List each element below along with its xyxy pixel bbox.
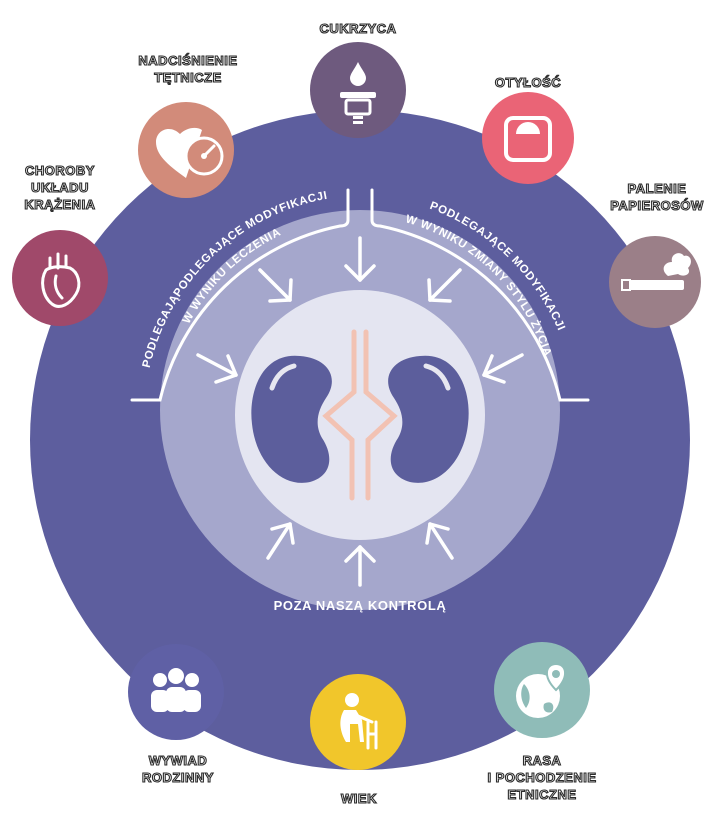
factor-hypertension xyxy=(138,102,234,198)
elderly-person-icon xyxy=(340,693,378,750)
arrow-top-left xyxy=(258,268,293,303)
label-age: WIEK xyxy=(340,790,377,806)
factor-diabetes xyxy=(310,42,406,138)
kidneys-icon xyxy=(251,329,469,501)
label-ethnicity: RASA I POCHODZENIE ETNICZNE xyxy=(487,752,597,802)
family-group-icon xyxy=(151,668,201,712)
factor-family-history xyxy=(128,644,224,740)
arrow-right xyxy=(482,353,524,384)
arrow-bottom xyxy=(344,545,376,587)
heart-gauge-icon xyxy=(156,127,224,178)
factor-cardiovascular xyxy=(12,230,108,326)
label-smoking: PALENIE PAPIEROSÓW xyxy=(610,180,704,213)
arrow-left xyxy=(196,353,238,384)
factor-age xyxy=(310,674,406,770)
bottom-label: POZA NASZĄ KONTROLĄ xyxy=(273,598,447,613)
label-cardiovascular: CHOROBY UKŁADU KRĄŻENIA xyxy=(24,162,96,212)
anatomical-heart-icon xyxy=(41,252,81,308)
factor-obesity xyxy=(482,92,574,184)
cigarette-icon xyxy=(621,253,691,291)
arrows xyxy=(196,236,524,587)
arrow-bottom-left xyxy=(266,522,295,560)
globe-pin-icon xyxy=(516,662,566,718)
scale-icon xyxy=(504,116,552,162)
bracket-lines xyxy=(130,188,590,402)
arrow-top-right xyxy=(427,268,462,303)
factor-ethnicity xyxy=(494,642,590,738)
glucose-meter-icon xyxy=(340,62,376,124)
label-hypertension: NADCIŚNIENIE TĘTNICZE xyxy=(138,52,238,85)
arrow-bottom-right xyxy=(425,522,454,560)
label-diabetes: CUKRZYCA xyxy=(319,20,397,36)
factor-smoking xyxy=(609,236,701,328)
label-obesity: OTYŁOŚĆ xyxy=(494,74,562,90)
arrow-top xyxy=(344,236,376,282)
label-family-history: WYWIAD RODZINNY xyxy=(141,752,214,785)
